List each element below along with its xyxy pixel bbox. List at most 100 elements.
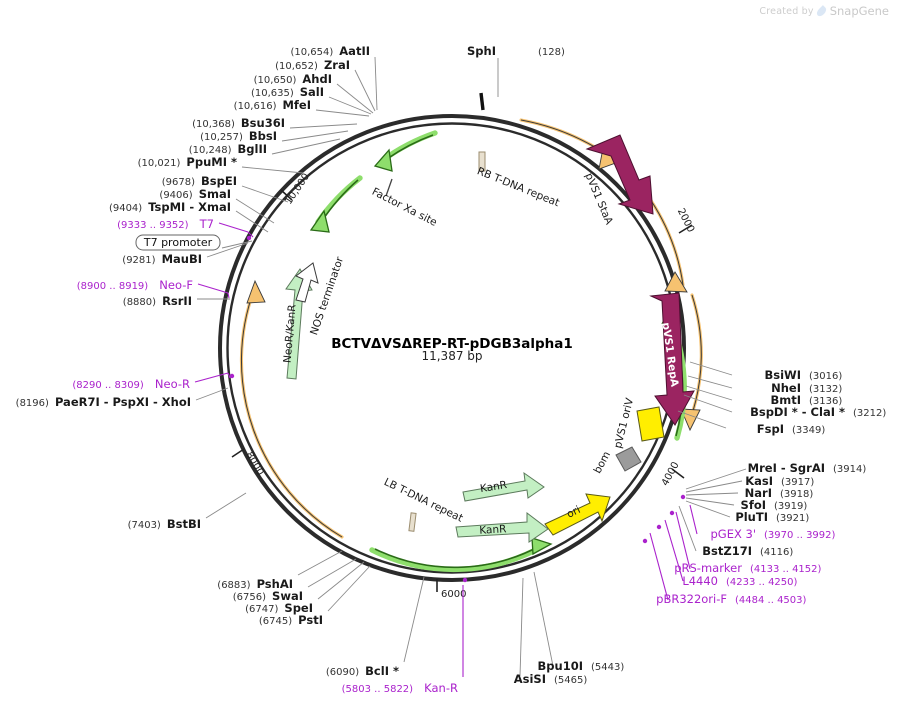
site-row: (10,652)ZraI xyxy=(275,58,350,72)
feature-rb-tdna-repeat[interactable]: RB T-DNA repeat xyxy=(475,151,561,209)
svg-text:(8290 .. 8309) Neo-R: (8290 .. 8309) Neo-R xyxy=(72,373,190,392)
feature-bom[interactable]: bom xyxy=(592,446,642,476)
site-pos: (3917) xyxy=(781,477,814,488)
site-pos: (8196) xyxy=(16,398,49,409)
site-row: (10,248)BglII xyxy=(189,142,267,156)
svg-text:(10,654)AatII: (10,654)AatII xyxy=(290,44,370,58)
restriction-sites-bottom: AsiSI (5465) Bpu10I (5443) xyxy=(514,659,625,686)
primer-l4440[interactable]: L4440 (4233 .. 4250) xyxy=(682,574,797,588)
feature-t7-promoter[interactable]: T7 promoter xyxy=(135,234,221,251)
feature-label-neor-kanr: NeoR/KanR xyxy=(281,304,298,363)
site-row: (6756)SwaI xyxy=(233,589,303,603)
primer-name: pGEX 3' xyxy=(711,527,757,541)
feature-kanr-2[interactable]: KanR xyxy=(455,511,549,543)
svg-text:(6090)BclI *: (6090)BclI * xyxy=(326,664,399,678)
tick-label-6000: 6000 xyxy=(441,589,466,600)
svg-text:PluTI: PluTI xyxy=(735,510,768,524)
site-pos: (9406) xyxy=(159,190,192,201)
primer-name: L4440 xyxy=(682,574,718,588)
site-pos: (3921) xyxy=(776,513,809,524)
svg-text:(10,021)PpuMI *: (10,021)PpuMI * xyxy=(138,155,237,169)
primer-range: (3970 .. 3992) xyxy=(764,530,836,541)
svg-text:(8880)RsrII: (8880)RsrII xyxy=(123,294,192,308)
svg-text:(10,616)MfeI: (10,616) MfeI xyxy=(234,98,311,112)
svg-text:NheI: NheI xyxy=(771,381,801,395)
site-row: MreI - SgrAI (3914) xyxy=(748,461,867,475)
site-row: SfoI (3919) xyxy=(741,498,808,512)
site-pos: (10,616) xyxy=(234,101,277,112)
feature-ori[interactable]: ori xyxy=(544,493,611,536)
site-pos: (8880) xyxy=(123,297,156,308)
feature-nos-terminator[interactable]: NOS terminator xyxy=(295,255,346,337)
site-row: (10,650)AhdI xyxy=(254,72,332,86)
site-name: KasI xyxy=(745,474,773,488)
svg-text:FspI: FspI xyxy=(757,422,784,436)
site-name: MfeI xyxy=(282,98,311,112)
svg-text:SphI: SphI xyxy=(467,44,496,58)
svg-text:(6883)PshAI: (6883)PshAI xyxy=(217,577,293,591)
site-pos: (3918) xyxy=(780,489,813,500)
primer-pbr322ori-f[interactable]: pBR322ori-F (4484 .. 4503) xyxy=(656,592,806,606)
site-name: BspEI xyxy=(201,174,237,188)
site-pos: (3349) xyxy=(792,425,825,436)
site-pos: (7403) xyxy=(128,520,161,531)
svg-text:(6756)SwaI: (6756)SwaI xyxy=(233,589,303,603)
site-pos: (3919) xyxy=(774,501,807,512)
plasmid-size: 11,387 bp xyxy=(421,349,482,363)
svg-text:SfoI: SfoI xyxy=(741,498,766,512)
site-name: SmaI xyxy=(199,187,231,201)
feature-factor-xa-site[interactable]: Factor Xa site xyxy=(370,178,439,229)
svg-text:(6747)SpeI: (6747)SpeI xyxy=(245,601,313,615)
feature-label-lb-tdna-repeat: LB T-DNA repeat xyxy=(382,476,465,525)
primer-range: (4233 .. 4250) xyxy=(726,577,798,588)
primer-name: Neo-R xyxy=(155,377,190,391)
site-row: (8880)RsrII xyxy=(123,294,192,308)
primer-neo-f[interactable]: (8900 .. 8919) Neo-F xyxy=(77,274,193,293)
restriction-sites-top-left: (10,654)AatII (10,652)ZraI (10,650)AhdI … xyxy=(109,44,370,214)
site-pos: (5443) xyxy=(591,662,624,673)
primer-pgex-3prime[interactable]: pGEX 3' (3970 .. 3992) xyxy=(711,527,836,541)
feature-lb-tdna-repeat[interactable]: LB T-DNA repeat xyxy=(382,476,465,532)
site-row: BspDI * - ClaI * (3212) xyxy=(750,405,886,419)
restriction-sites-right: BsiWI (3016) NheI (3132) BmtI (3136) Bsp… xyxy=(702,368,886,558)
site-row: (10,616) MfeI xyxy=(234,98,311,112)
primer-kan-r[interactable]: (5803 .. 5822) Kan-R xyxy=(342,677,458,696)
site-name: MauBI xyxy=(162,252,202,266)
site-name: NarI xyxy=(745,486,772,500)
primer-t7[interactable]: (9333 .. 9352) T7 xyxy=(117,213,214,232)
svg-text:(6745)PstI: (6745)PstI xyxy=(259,613,323,627)
site-pos: (10,650) xyxy=(254,75,297,86)
site-name: BstBI xyxy=(167,517,201,531)
feature-kanr-1[interactable]: KanR xyxy=(462,471,545,502)
svg-text:(9678)BspEI: (9678)BspEI xyxy=(162,174,237,188)
primer-neo-r[interactable]: (8290 .. 8309) Neo-R xyxy=(72,373,190,392)
svg-text:pBR322ori-F: pBR322ori-F xyxy=(656,592,727,606)
primer-prs-marker[interactable]: pRS-marker (4133 .. 4152) xyxy=(674,561,821,575)
svg-text:(10,650)AhdI: (10,650)AhdI xyxy=(254,72,332,86)
svg-text:Bpu10I: Bpu10I xyxy=(538,659,583,673)
feature-label-bom: bom xyxy=(592,449,614,475)
primer-range: (5803 .. 5822) xyxy=(342,684,414,695)
site-row: (8196)PaeR7I - PspXI - XhoI xyxy=(16,395,191,409)
site-name: NheI xyxy=(771,381,801,395)
site-pos: (10,635) xyxy=(251,88,294,99)
site-name: TspMI - XmaI xyxy=(148,200,231,214)
svg-text:BstZ17I: BstZ17I xyxy=(702,544,752,558)
site-row: NheI (3132) xyxy=(771,381,842,395)
site-row: NarI (3918) xyxy=(745,486,814,500)
site-row: AsiSI (5465) xyxy=(514,672,588,686)
site-row: (10,257)BbsI xyxy=(200,129,277,143)
svg-text:(9404)TspMI - XmaI: (9404)TspMI - XmaI xyxy=(109,200,231,214)
feature-pvs1-repa[interactable]: pVS1 RepA xyxy=(649,292,695,426)
watermark-prefix: Created by xyxy=(759,5,814,17)
site-pos: (9281) xyxy=(122,255,155,266)
site-pos: (10,652) xyxy=(275,61,318,72)
site-name: MreI - SgrAI xyxy=(748,461,825,475)
site-pos: (3914) xyxy=(833,464,866,475)
feature-label-kanr-2: KanR xyxy=(479,523,507,536)
site-pos: (10,654) xyxy=(290,47,333,58)
svg-text:AsiSI: AsiSI xyxy=(514,672,546,686)
site-row: KasI (3917) xyxy=(745,474,814,488)
primer-range: (8290 .. 8309) xyxy=(72,380,144,391)
